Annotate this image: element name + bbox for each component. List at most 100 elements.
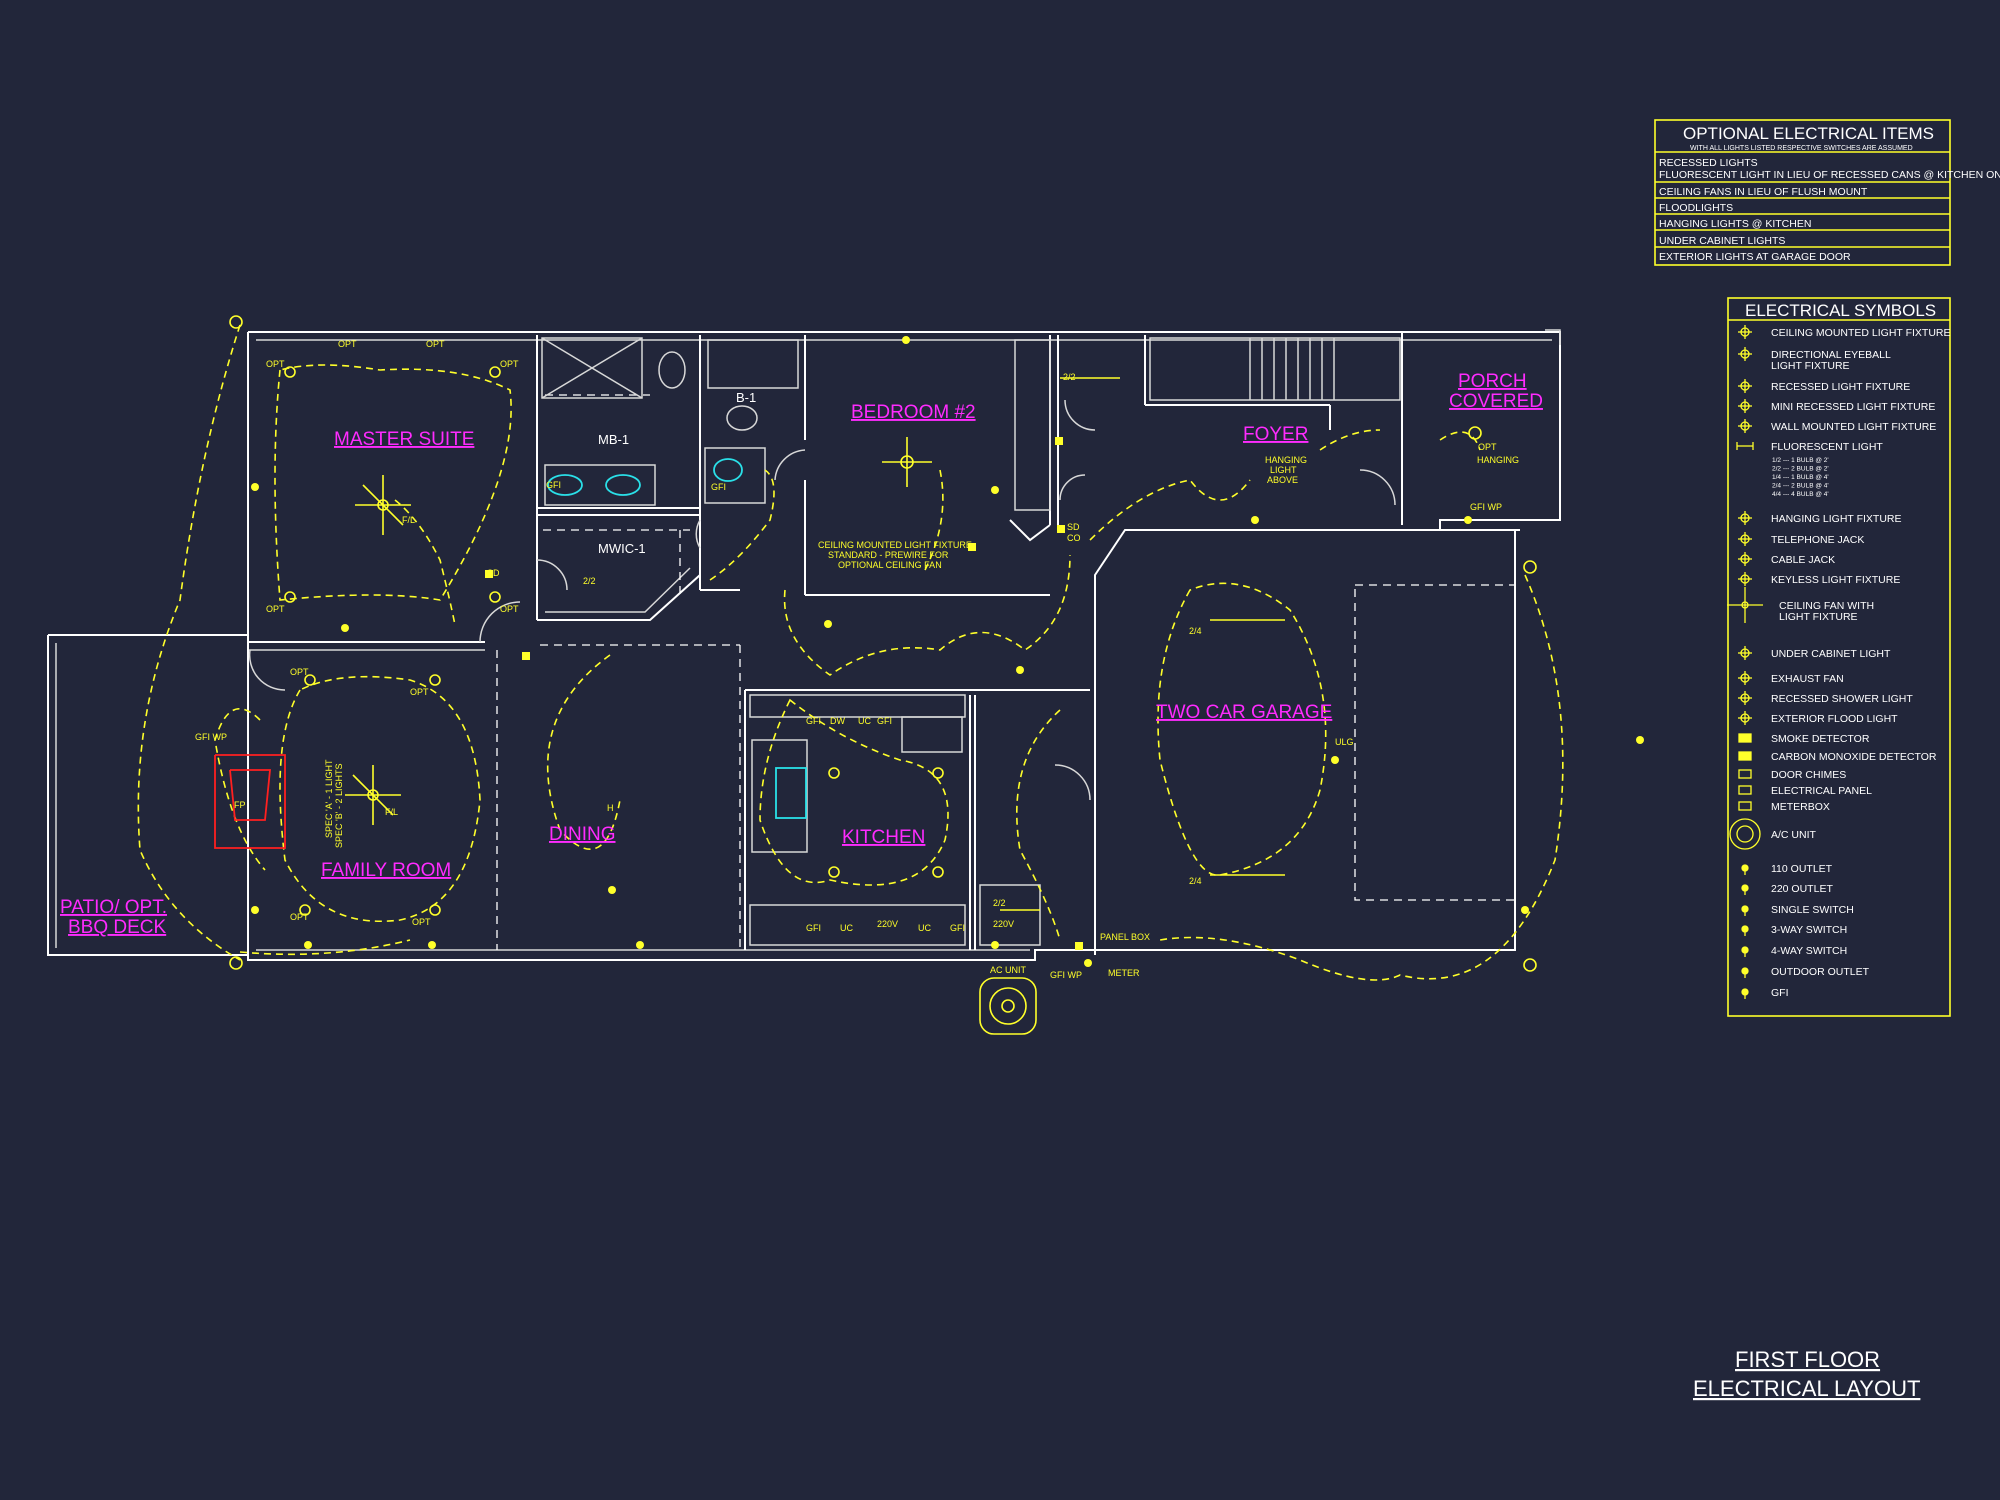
ceiling-fan-icon (1727, 587, 1763, 623)
door-chimes-icon (1738, 769, 1752, 779)
dishwasher-label: DW (830, 716, 845, 726)
electrical-panel-icon (1738, 785, 1752, 795)
opt-label: OPT (410, 687, 429, 697)
legend-label: CEILING FAN WITH (1779, 600, 1874, 612)
opt-label: OPT (290, 667, 309, 677)
legend-label-line2: LIGHT FIXTURE (1779, 611, 1858, 623)
exterior-lights (229, 315, 1537, 972)
legend-label: 220 OUTLET (1771, 883, 1833, 895)
opt-label: OPT (266, 604, 285, 614)
meterbox-icon (1738, 801, 1752, 811)
ceiling-light-icon (1738, 325, 1752, 339)
room-labels: MASTER SUITE BEDROOM #2 FOYER PORCH COVE… (60, 371, 1543, 938)
hanging-note-line1: HANGING (1265, 455, 1307, 465)
room-foyer: FOYER (1243, 424, 1308, 445)
room-dining: DINING (549, 824, 616, 845)
legend-label: 110 OUTLET (1771, 863, 1833, 875)
opt-hanging-line1: OPT (1478, 442, 1497, 452)
legend-label-line2: LIGHT FIXTURE (1771, 360, 1850, 372)
smoke-detectors (485, 437, 1083, 950)
legend-label: CABLE JACK (1771, 554, 1835, 566)
optional-items-subtitle: WITH ALL LIGHTS LISTED RESPECTIVE SWITCH… (1690, 145, 1913, 152)
optional-item-row: HANGING LIGHTS @ KITCHEN (1659, 218, 1811, 230)
fluorescent-note: 2/4 --- 2 BULB @ 4' (1772, 483, 1829, 490)
gfi-label: GFI (877, 716, 892, 726)
smoke-detector-icon (1738, 733, 1752, 743)
gfi-label: GFI (711, 482, 726, 492)
legend-label: DOOR CHIMES (1771, 769, 1846, 781)
gfi-wp-label: GFI WP (1470, 502, 1502, 512)
fluorescent-ratio-label: 2/2 (993, 898, 1006, 908)
legend-label: UNDER CABINET LIGHT (1771, 648, 1891, 660)
opt-label: OPT (290, 912, 309, 922)
wall-light-icon (1738, 419, 1752, 433)
fluorescent-ratio-label: 2/4 (1189, 876, 1202, 886)
legend-label: A/C UNIT (1771, 829, 1817, 841)
telephone-jack-icon (1738, 532, 1752, 546)
legend-label: KEYLESS LIGHT FIXTURE (1771, 574, 1900, 586)
optional-item-row: UNDER CABINET LIGHTS (1659, 235, 1785, 247)
outlet-110-icon (1741, 864, 1749, 875)
fixtures (214, 315, 1644, 1035)
gfi-label: GFI (806, 923, 821, 933)
fluorescent-light-icon (1736, 442, 1754, 450)
opt-label: OPT (338, 339, 357, 349)
legend-label: METERBOX (1771, 801, 1830, 813)
opt-label: OPT (500, 359, 519, 369)
ceiling-light-bedroom2 (882, 437, 932, 487)
ceiling-note-line2: STANDARD - PREWIRE FOR (828, 550, 949, 560)
legend-label: EXHAUST FAN (1771, 673, 1844, 685)
optional-items-title: OPTIONAL ELECTRICAL ITEMS (1683, 124, 1934, 143)
hanging-light-icon (1738, 511, 1752, 525)
legend-label: WALL MOUNTED LIGHT FIXTURE (1771, 421, 1936, 433)
room-porch-line2: COVERED (1449, 391, 1543, 412)
co-label: CO (1067, 533, 1081, 543)
legend-label: SMOKE DETECTOR (1771, 733, 1870, 745)
electrical-symbols-legend: ELECTRICAL SYMBOLS CEILING MOUNTED LIGHT… (1727, 297, 1951, 1017)
three-way-switch-icon (1741, 925, 1749, 936)
room-kitchen: KITCHEN (842, 827, 925, 848)
fluorescent-note: 4/4 --- 4 BULB @ 4' (1772, 491, 1829, 498)
gfi-label: GFI (806, 716, 821, 726)
legend-label: MINI RECESSED LIGHT FIXTURE (1771, 401, 1935, 413)
cable-jack-icon (1738, 552, 1752, 566)
opt-label: OPT (266, 359, 285, 369)
room-master-suite: MASTER SUITE (334, 429, 474, 450)
gfi-label: GFI (546, 480, 561, 490)
annotations: OPT OPT OPT OPT OPT OPT OPT OPT OPT OPT … (195, 339, 1519, 980)
legend-title: ELECTRICAL SYMBOLS (1745, 301, 1936, 320)
keyless-light-icon (1738, 572, 1752, 586)
opt-label: OPT (426, 339, 445, 349)
under-cabinet-label: UC (918, 923, 931, 933)
optional-items-table: OPTIONAL ELECTRICAL ITEMS WITH ALL LIGHT… (1654, 119, 2000, 266)
mini-recessed-light-icon (1738, 399, 1752, 413)
room-mb1: MB-1 (598, 432, 629, 447)
legend-label: TELEPHONE JACK (1771, 534, 1864, 546)
room-b1: B-1 (736, 390, 756, 405)
room-mwic1: MWIC-1 (598, 541, 646, 556)
opt-label: OPT (500, 604, 519, 614)
fluorescent-ratio-label: 2/4 (1189, 626, 1202, 636)
ceiling-note-line3: OPTIONAL CEILING FAN (838, 560, 942, 570)
fluorescent-note: 1/2 --- 1 BULB @ 2' (1772, 457, 1829, 464)
optional-item-row: EXTERIOR LIGHTS AT GARAGE DOOR (1659, 251, 1851, 263)
legend-label: RECESSED LIGHT FIXTURE (1771, 381, 1910, 393)
ac-unit-icon (1729, 818, 1761, 850)
fireplace-label: FP (234, 800, 246, 810)
legend-label: HANGING LIGHT FIXTURE (1771, 513, 1902, 525)
outdoor-outlet-icon (1741, 967, 1749, 978)
room-family-room: FAMILY ROOM (321, 860, 451, 881)
single-switch-icon (1741, 905, 1749, 916)
ceiling-fan-family (345, 765, 401, 825)
ceiling-note-line1: CEILING MOUNTED LIGHT FIXTURE (818, 540, 972, 550)
fan-light-label: F/L (402, 515, 415, 525)
outlets (251, 336, 1644, 967)
drawing-title-block: FIRST FLOOR ELECTRICAL LAYOUT (1693, 1347, 1920, 1401)
legend-label: CARBON MONOXIDE DETECTOR (1771, 751, 1937, 763)
gfi-label: GFI (950, 923, 965, 933)
legend-label: ELECTRICAL PANEL (1771, 785, 1872, 797)
legend-label: 3-WAY SWITCH (1771, 924, 1847, 936)
recessed-light-icon (1738, 379, 1752, 393)
co-detector-icon (1738, 751, 1752, 761)
